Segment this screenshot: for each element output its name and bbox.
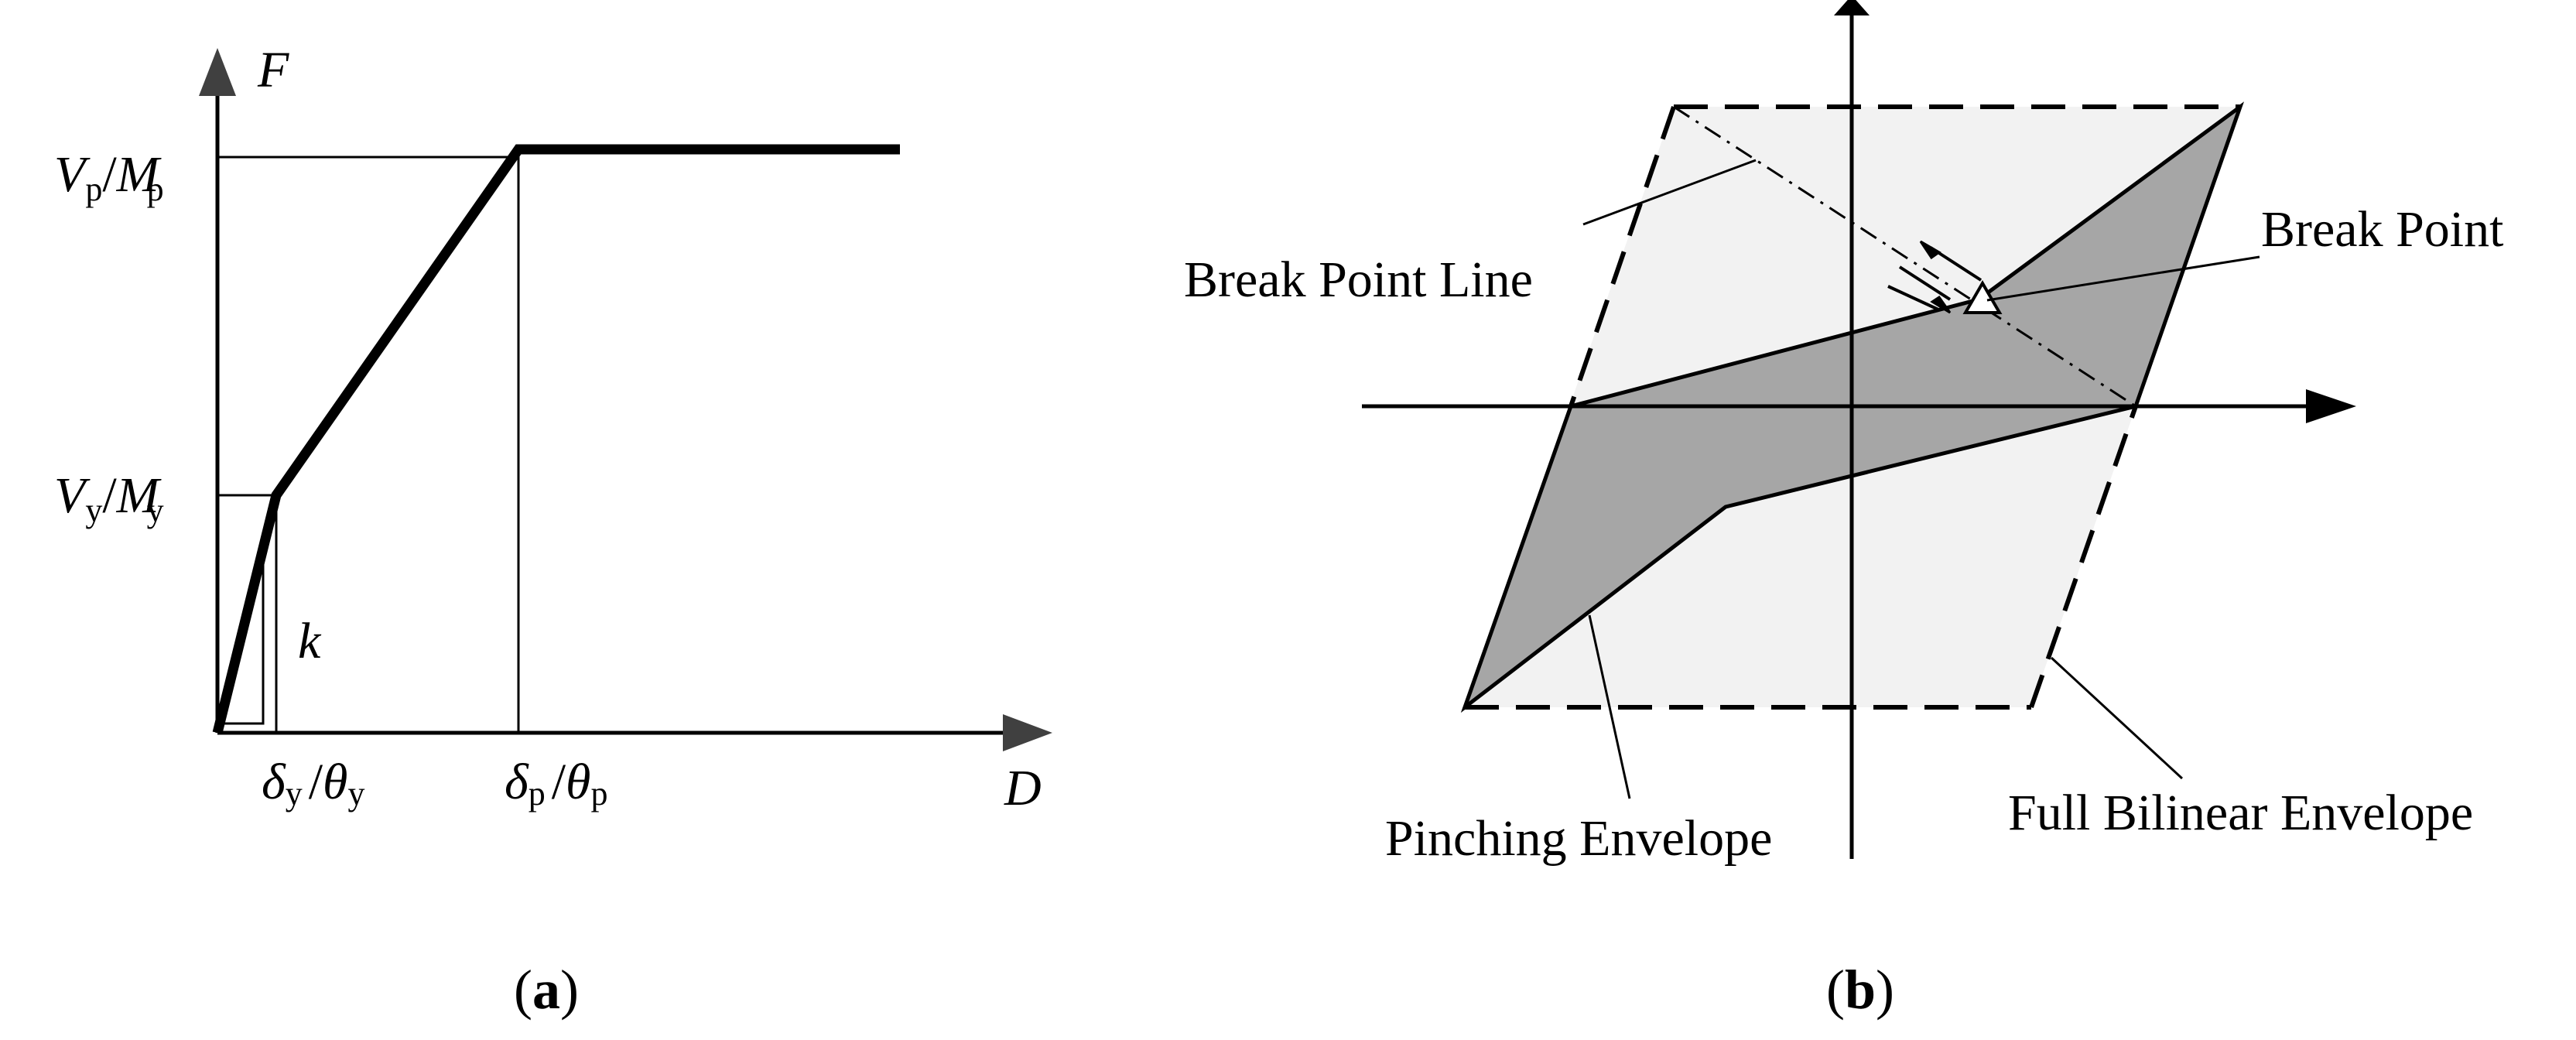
- b-x-axis-arrowhead: [2306, 389, 2356, 423]
- full-envelope-right-edge: [2029, 405, 2138, 708]
- caption-a: (a): [514, 959, 579, 1021]
- b-y-axis-arrowhead: [1834, 0, 1870, 15]
- break-point-marker: [1962, 280, 2003, 314]
- pinching-envelope-label: Pinching Envelope: [1385, 810, 1772, 867]
- tick-label-vp-mp: Vp/Mp: [54, 146, 164, 208]
- y-axis-arrowhead: [199, 48, 236, 96]
- leader-break-point: [1986, 255, 2260, 302]
- y-axis-label: F: [257, 42, 289, 98]
- x-axis-arrowhead: [1003, 714, 1052, 751]
- bilinear-curve: [212, 144, 900, 734]
- panel-b: Break Point Line Break Point Pinching En…: [1184, 0, 2503, 1021]
- direction-arrow-down-dash: [1887, 285, 1939, 311]
- stiffness-triangle: [220, 553, 265, 725]
- caption-b: (b): [1826, 959, 1894, 1021]
- direction-arrow-up-head: [1919, 240, 1941, 260]
- leader-full-bilinear-envelope: [2050, 656, 2184, 780]
- leader-break-point-line: [1582, 159, 1757, 226]
- direction-arrow-down: [1898, 265, 1952, 301]
- stiffness-label: k: [298, 613, 322, 669]
- break-point-line: [1673, 105, 2136, 408]
- tick-label-vy-my: Vy/My: [54, 467, 164, 529]
- full-envelope-left-edge: [1569, 106, 1676, 407]
- full-bilinear-envelope-label: Full Bilinear Envelope: [2008, 785, 2473, 841]
- direction-arrow-down-head: [1930, 295, 1952, 314]
- tick-label-dy-ty: δy/θy: [262, 754, 364, 812]
- break-point-line-label: Break Point Line: [1184, 251, 1533, 308]
- tick-label-dp-tp: δp/θp: [505, 754, 607, 812]
- panel-a: F D Vp/Mp Vy/My δy/θy δp/θp k (a): [54, 42, 1052, 1021]
- break-point-label: Break Point: [2261, 201, 2503, 258]
- leader-pinching-envelope: [1588, 614, 1631, 799]
- x-axis-label: D: [1004, 760, 1042, 816]
